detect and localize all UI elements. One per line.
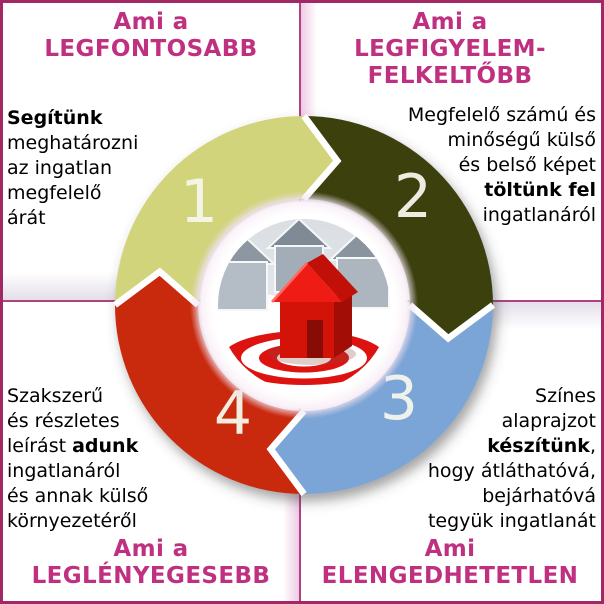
divider-horizontal	[3, 300, 601, 302]
segment-number-4: 4	[214, 379, 252, 449]
bullseye-target-icon	[222, 331, 386, 385]
divider-shade-horizontal-left	[3, 272, 299, 300]
divider-vertical	[299, 3, 301, 601]
segment-number-1: 1	[180, 167, 218, 237]
divider-shade-horizontal-right	[301, 302, 601, 330]
